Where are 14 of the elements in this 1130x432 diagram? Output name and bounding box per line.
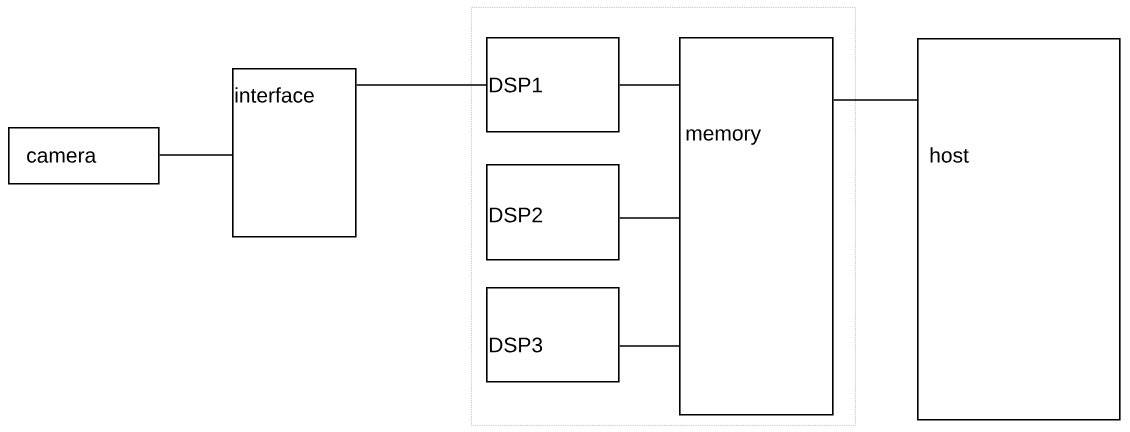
memory-box: memory	[679, 37, 834, 416]
host-box: host	[917, 38, 1121, 421]
device-box: camera	[8, 127, 160, 185]
interface-box: interface	[232, 68, 357, 238]
connector-line	[618, 84, 680, 86]
connector-line	[158, 154, 233, 156]
group-frame	[471, 7, 856, 426]
processor-box: DSP1	[486, 37, 620, 133]
connector-line	[355, 84, 487, 86]
connector-line	[618, 217, 680, 219]
connector-line	[832, 99, 918, 101]
processor-box: DSP2	[486, 164, 620, 261]
connector-line	[618, 345, 680, 347]
processor-box: DSP3	[486, 287, 620, 383]
